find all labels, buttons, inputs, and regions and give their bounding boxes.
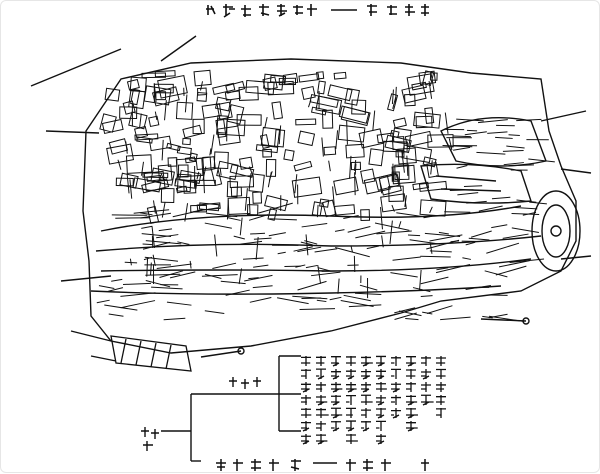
left-script-marks [141, 377, 261, 451]
annotation-brackets [161, 356, 301, 461]
lower-cylinder [71, 331, 191, 371]
bottom-script-marks [216, 459, 429, 471]
machinery-hatching [97, 70, 555, 321]
annotation-script [301, 356, 446, 444]
top-script-marks [206, 4, 429, 17]
